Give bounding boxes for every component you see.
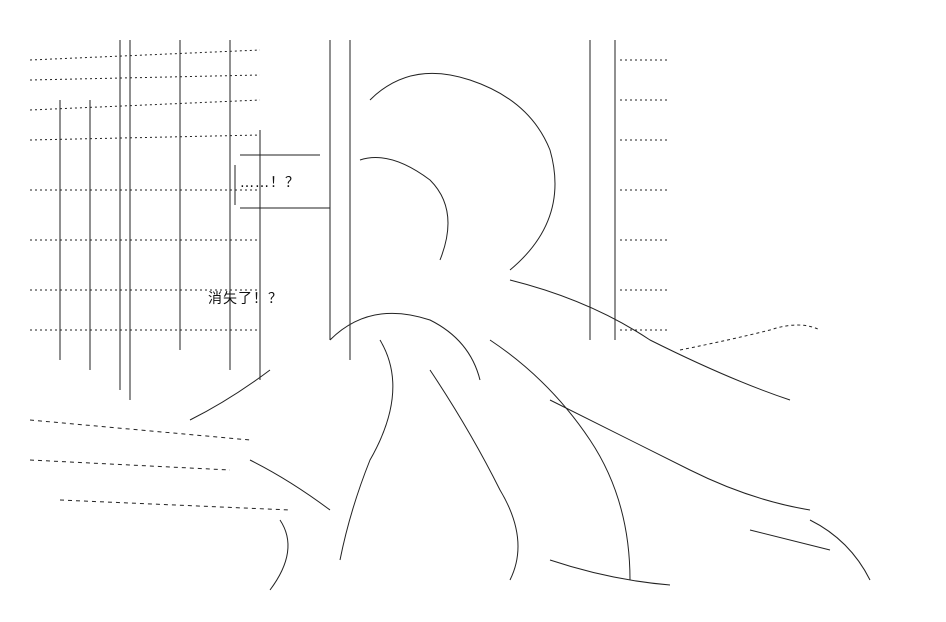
ground-strokes (30, 419, 291, 511)
ascii-art-drawing (30, 40, 871, 591)
vanish-text: 消失了！？ (208, 291, 283, 307)
central-figure (189, 72, 871, 591)
speech-box-outline (234, 154, 330, 209)
speech-text: ……！？ (240, 175, 300, 191)
right-building (589, 40, 670, 340)
building-vertical-lines (59, 40, 351, 400)
building-columns (30, 49, 261, 331)
